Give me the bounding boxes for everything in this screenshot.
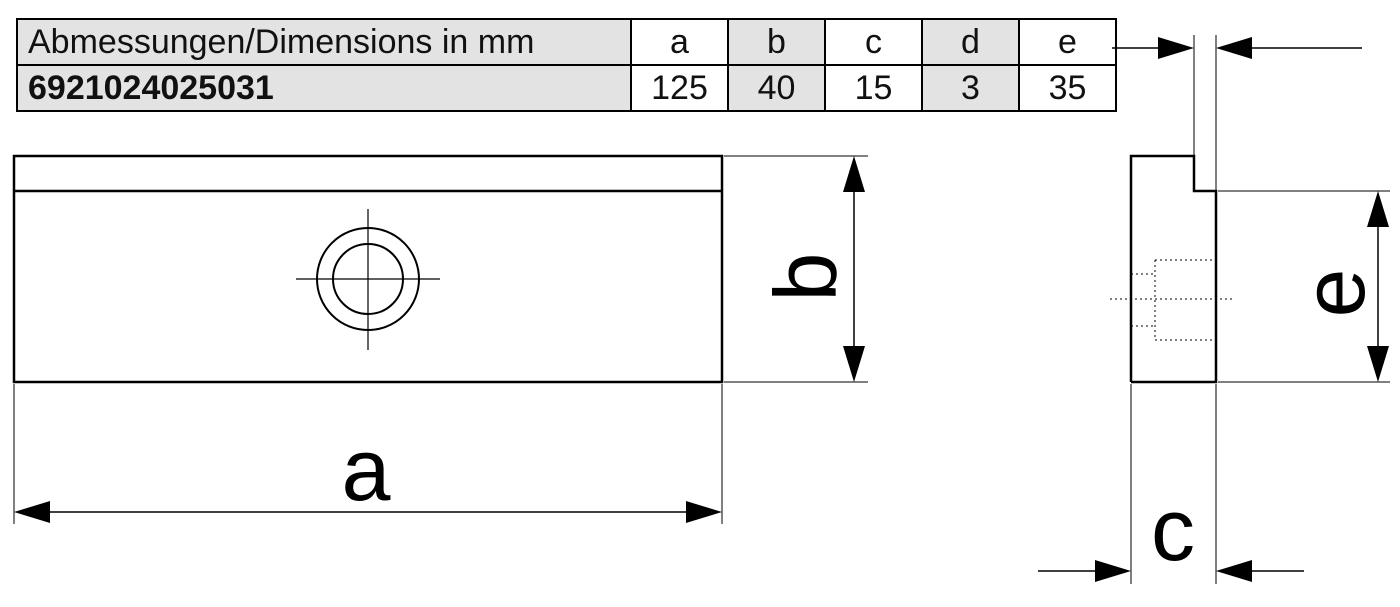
mounting-hole (296, 209, 440, 350)
value-d: 3 (921, 64, 1020, 112)
dimension-a-label: a (342, 420, 391, 519)
dimension-c-arrow-left (1095, 560, 1131, 582)
dimension-a: a (13, 384, 723, 524)
dimension-e: e (1218, 190, 1390, 383)
hidden-thread-lines (1110, 259, 1234, 341)
dimension-b: b (724, 155, 868, 383)
side-view (1110, 154, 1234, 384)
dimension-e-arrow-top (1367, 191, 1389, 227)
dimension-b-arrow-bottom (843, 346, 865, 382)
dimension-d-arrow-left (1158, 37, 1194, 59)
dimension-b-label: b (756, 253, 855, 302)
side-view-outline (1129, 154, 1218, 384)
dimension-e-label: e (1284, 269, 1383, 318)
value-e: 35 (1018, 64, 1117, 112)
dimension-a-arrow-right (686, 501, 722, 523)
table-header-label: Abmessungen/Dimensions in mm (16, 18, 632, 66)
dimension-c: c (1038, 384, 1304, 584)
dimension-c-label: c (1151, 480, 1195, 579)
value-a: 125 (630, 64, 729, 112)
table-value-row: 6921024025031 125 40 15 3 35 (16, 64, 1117, 112)
front-view-outline (12, 154, 724, 384)
front-view (12, 154, 724, 384)
column-e-header: e (1018, 18, 1117, 66)
column-c-header: c (824, 18, 923, 66)
dimension-e-arrow-bottom (1367, 346, 1389, 382)
table-header-row: Abmessungen/Dimensions in mm a b c d e (16, 18, 1117, 66)
dimension-a-arrow-left (14, 501, 50, 523)
column-d-header: d (921, 18, 1020, 66)
dimension-d-arrow-right (1216, 37, 1252, 59)
article-number: 6921024025031 (16, 64, 632, 112)
column-b-header: b (727, 18, 826, 66)
dimension-d (1112, 35, 1362, 191)
column-a-header: a (630, 18, 729, 66)
dimension-b-arrow-top (843, 156, 865, 192)
value-b: 40 (727, 64, 826, 112)
value-c: 15 (824, 64, 923, 112)
dimensions-table: Abmessungen/Dimensions in mm a b c d e 6… (16, 18, 1117, 112)
dimension-c-arrow-right (1216, 560, 1252, 582)
